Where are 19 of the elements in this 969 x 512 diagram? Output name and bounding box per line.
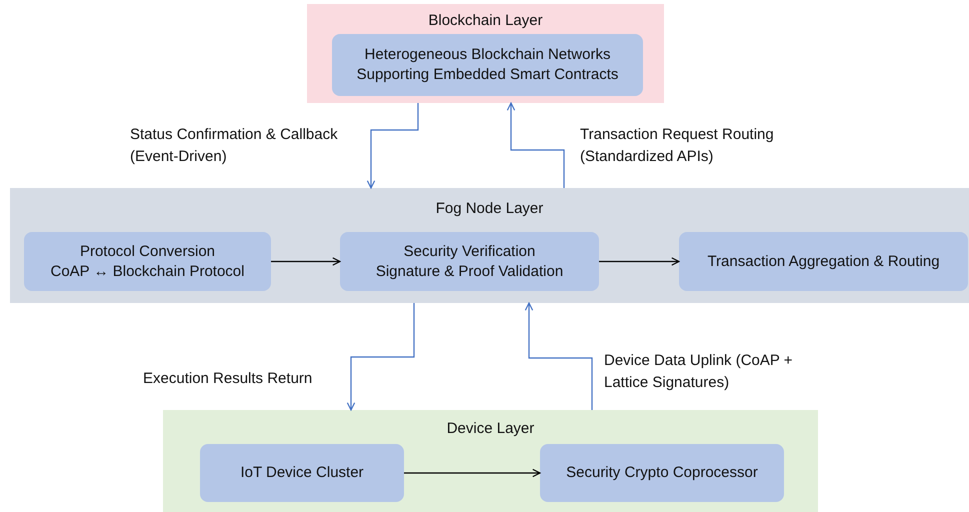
process-box: IoT Device Cluster (200, 444, 404, 502)
arrow (271, 257, 341, 266)
layer-title: Blockchain Layer (427, 12, 544, 29)
process-box: Security Crypto Coprocessor (540, 444, 784, 502)
layer-band (307, 4, 664, 103)
layer-band (163, 410, 818, 512)
process-box: Security Verification Signature & Proof Validation (340, 232, 599, 291)
layer-band (10, 188, 969, 303)
process-box: Protocol Conversion CoAP ↔ Blockchain Protocol (24, 232, 271, 291)
arrow (404, 468, 541, 478)
process-box: Transaction Aggregation & Routing (679, 232, 968, 291)
arrow (366, 103, 419, 189)
arrow (346, 303, 415, 411)
layer-title: Fog Node Layer (434, 200, 544, 217)
arrow (599, 257, 680, 266)
arrow (506, 102, 565, 188)
layer-title: Device Layer (446, 420, 536, 437)
process-box: Heterogeneous Blockchain Networks Supporting Embedded Smart Contracts (332, 34, 643, 96)
arrow (524, 302, 593, 410)
